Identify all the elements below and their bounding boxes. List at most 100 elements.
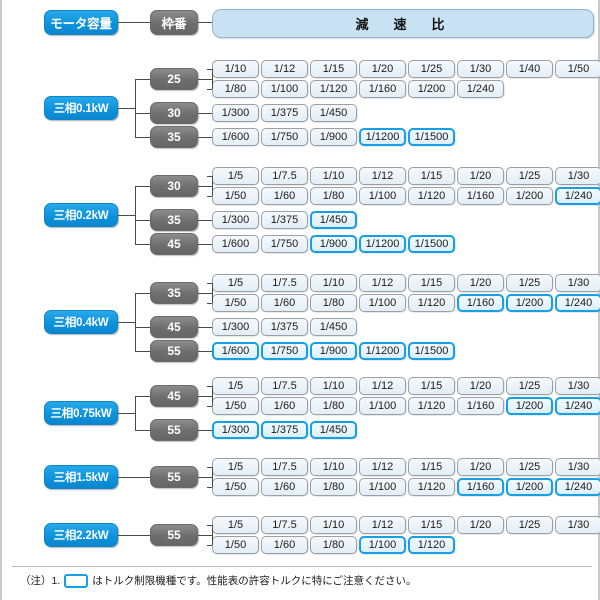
ratio-chip[interactable]: 1/10 [310, 516, 357, 534]
ratio-chip[interactable]: 1/300 [212, 211, 259, 229]
ratio-chip[interactable]: 1/160 [457, 294, 504, 312]
ratio-chip[interactable]: 1/7.5 [261, 274, 308, 292]
ratio-chip[interactable]: 1/7.5 [261, 377, 308, 395]
ratio-chip[interactable]: 1/100 [261, 80, 308, 98]
ratio-chip[interactable]: 1/12 [359, 516, 406, 534]
motor-capacity-4[interactable]: 三相1.5kW [44, 465, 118, 489]
ratio-chip[interactable]: 1/600 [212, 235, 259, 253]
ratio-chip[interactable]: 1/20 [457, 167, 504, 185]
ratio-chip[interactable]: 1/375 [261, 104, 308, 122]
frame-number-35[interactable]: 35 [150, 282, 198, 304]
ratio-chip[interactable]: 1/1200 [359, 128, 406, 146]
ratio-chip[interactable]: 1/12 [359, 377, 406, 395]
ratio-chip[interactable]: 1/40 [506, 60, 553, 78]
ratio-chip[interactable]: 1/7.5 [261, 516, 308, 534]
ratio-chip[interactable]: 1/160 [457, 187, 504, 205]
ratio-chip[interactable]: 1/240 [555, 294, 600, 312]
ratio-chip[interactable]: 1/25 [506, 377, 553, 395]
ratio-chip[interactable]: 1/60 [261, 187, 308, 205]
ratio-chip[interactable]: 1/7.5 [261, 167, 308, 185]
ratio-chip[interactable]: 1/600 [212, 342, 259, 360]
ratio-chip[interactable]: 1/450 [310, 318, 357, 336]
ratio-chip[interactable]: 1/60 [261, 397, 308, 415]
ratio-chip[interactable]: 1/5 [212, 516, 259, 534]
ratio-chip[interactable]: 1/12 [359, 167, 406, 185]
ratio-chip[interactable]: 1/200 [408, 80, 455, 98]
ratio-chip[interactable]: 1/5 [212, 377, 259, 395]
ratio-chip[interactable]: 1/5 [212, 274, 259, 292]
ratio-chip[interactable]: 1/12 [359, 274, 406, 292]
ratio-chip[interactable]: 1/15 [408, 167, 455, 185]
ratio-chip[interactable]: 1/12 [261, 60, 308, 78]
ratio-chip[interactable]: 1/60 [261, 478, 308, 496]
ratio-chip[interactable]: 1/15 [408, 516, 455, 534]
ratio-chip[interactable]: 1/10 [310, 274, 357, 292]
ratio-chip[interactable]: 1/1500 [408, 235, 455, 253]
ratio-chip[interactable]: 1/750 [261, 128, 308, 146]
ratio-chip[interactable]: 1/240 [555, 478, 600, 496]
motor-capacity-2[interactable]: 三相0.4kW [44, 310, 118, 334]
ratio-chip[interactable]: 1/15 [408, 274, 455, 292]
ratio-chip[interactable]: 1/12 [359, 458, 406, 476]
ratio-chip[interactable]: 1/50 [212, 294, 259, 312]
ratio-chip[interactable]: 1/750 [261, 342, 308, 360]
ratio-chip[interactable]: 1/300 [212, 318, 259, 336]
ratio-chip[interactable]: 1/450 [310, 421, 357, 439]
ratio-chip[interactable]: 1/15 [408, 458, 455, 476]
ratio-chip[interactable]: 1/160 [457, 478, 504, 496]
frame-number-55[interactable]: 55 [150, 524, 198, 546]
ratio-chip[interactable]: 1/10 [212, 60, 259, 78]
ratio-chip[interactable]: 1/100 [359, 294, 406, 312]
ratio-chip[interactable]: 1/1200 [359, 235, 406, 253]
ratio-chip[interactable]: 1/7.5 [261, 458, 308, 476]
ratio-chip[interactable]: 1/20 [457, 516, 504, 534]
motor-capacity-0[interactable]: 三相0.1kW [44, 96, 118, 120]
ratio-chip[interactable]: 1/600 [212, 128, 259, 146]
ratio-chip[interactable]: 1/80 [310, 397, 357, 415]
ratio-chip[interactable]: 1/160 [359, 80, 406, 98]
ratio-chip[interactable]: 1/240 [457, 80, 504, 98]
ratio-chip[interactable]: 1/5 [212, 458, 259, 476]
motor-capacity-1[interactable]: 三相0.2kW [44, 203, 118, 227]
ratio-chip[interactable]: 1/375 [261, 318, 308, 336]
ratio-chip[interactable]: 1/900 [310, 342, 357, 360]
ratio-chip[interactable]: 1/20 [457, 377, 504, 395]
ratio-chip[interactable]: 1/10 [310, 458, 357, 476]
ratio-chip[interactable]: 1/120 [408, 397, 455, 415]
ratio-chip[interactable]: 1/160 [457, 397, 504, 415]
frame-number-30[interactable]: 30 [150, 102, 198, 124]
frame-number-55[interactable]: 55 [150, 419, 198, 441]
ratio-chip[interactable]: 1/450 [310, 104, 357, 122]
ratio-chip[interactable]: 1/120 [408, 294, 455, 312]
ratio-chip[interactable]: 1/200 [506, 478, 553, 496]
ratio-chip[interactable]: 1/120 [310, 80, 357, 98]
ratio-chip[interactable]: 1/30 [555, 516, 600, 534]
frame-number-55[interactable]: 55 [150, 466, 198, 488]
ratio-chip[interactable]: 1/1200 [359, 342, 406, 360]
frame-number-30[interactable]: 30 [150, 175, 198, 197]
ratio-chip[interactable]: 1/120 [408, 478, 455, 496]
ratio-chip[interactable]: 1/200 [506, 397, 553, 415]
ratio-chip[interactable]: 1/1500 [408, 342, 455, 360]
ratio-chip[interactable]: 1/375 [261, 421, 308, 439]
ratio-chip[interactable]: 1/300 [212, 104, 259, 122]
ratio-chip[interactable]: 1/20 [359, 60, 406, 78]
ratio-chip[interactable]: 1/120 [408, 536, 455, 554]
ratio-chip[interactable]: 1/50 [555, 60, 600, 78]
ratio-chip[interactable]: 1/15 [310, 60, 357, 78]
ratio-chip[interactable]: 1/50 [212, 536, 259, 554]
ratio-chip[interactable]: 1/20 [457, 458, 504, 476]
ratio-chip[interactable]: 1/25 [506, 274, 553, 292]
ratio-chip[interactable]: 1/80 [310, 536, 357, 554]
ratio-chip[interactable]: 1/100 [359, 478, 406, 496]
ratio-chip[interactable]: 1/25 [408, 60, 455, 78]
ratio-chip[interactable]: 1/200 [506, 187, 553, 205]
ratio-chip[interactable]: 1/25 [506, 516, 553, 534]
ratio-chip[interactable]: 1/50 [212, 478, 259, 496]
ratio-chip[interactable]: 1/450 [310, 211, 357, 229]
ratio-chip[interactable]: 1/1500 [408, 128, 455, 146]
ratio-chip[interactable]: 1/60 [261, 536, 308, 554]
frame-number-45[interactable]: 45 [150, 385, 198, 407]
ratio-chip[interactable]: 1/25 [506, 458, 553, 476]
ratio-chip[interactable]: 1/30 [555, 377, 600, 395]
